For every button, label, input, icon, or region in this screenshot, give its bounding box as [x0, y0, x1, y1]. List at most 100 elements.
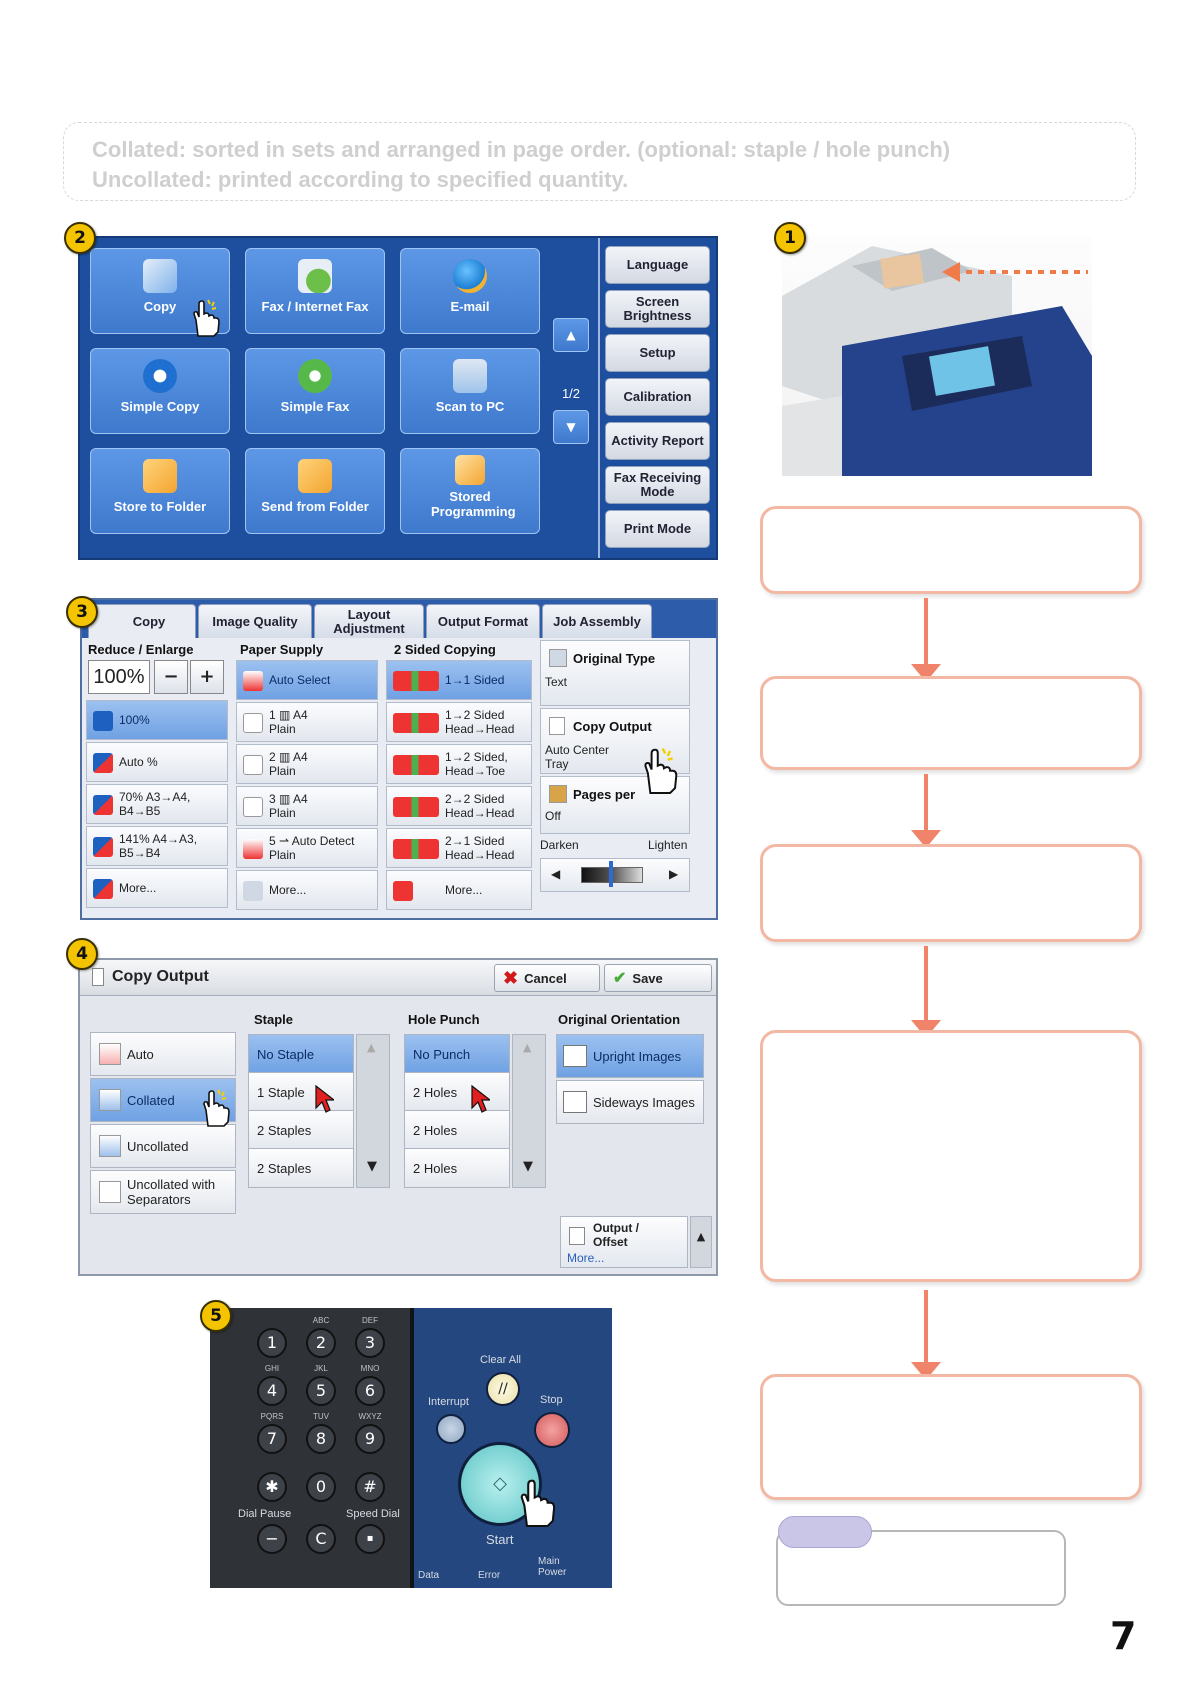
key-0[interactable]: 0: [306, 1472, 336, 1502]
orientation-sideways[interactable]: Sideways Images: [556, 1080, 704, 1124]
calibration-button[interactable]: Calibration: [605, 378, 710, 416]
paper-auto-select[interactable]: Auto Select: [236, 660, 378, 700]
zoom-option-100[interactable]: 100%: [86, 700, 228, 740]
tab-copy[interactable]: Copy: [88, 604, 196, 638]
zoom-option-70[interactable]: 70% A3→A4, B4→B5: [86, 784, 228, 824]
zoom-increase-button[interactable]: +: [190, 660, 224, 694]
two-sided-more-button[interactable]: More...: [386, 870, 532, 910]
copy-output-button[interactable]: Copy Output Auto Center Tray: [540, 708, 690, 774]
punch-two-a[interactable]: 2 Holes: [404, 1072, 510, 1112]
screen-brightness-button[interactable]: Screen Brightness: [605, 290, 710, 328]
punch-none[interactable]: No Punch: [404, 1034, 510, 1074]
clear-all-button[interactable]: //: [486, 1372, 520, 1406]
scan-to-pc-tile[interactable]: Scan to PC: [400, 348, 540, 434]
paper-tray-3[interactable]: 3 ▥ A4 Plain: [236, 786, 378, 826]
tab-layout-adjustment[interactable]: Layout Adjustment: [314, 604, 424, 638]
stored-programming-tile[interactable]: Stored Programming: [400, 448, 540, 534]
two-sided-2-1[interactable]: 2→1 Sided Head→Head: [386, 828, 532, 868]
original-type-button[interactable]: Original Type Text: [540, 640, 690, 706]
cancel-button[interactable]: ✖Cancel: [494, 964, 600, 992]
error-label: Error: [478, 1570, 501, 1581]
key-2[interactable]: 2: [306, 1328, 336, 1358]
staple-one[interactable]: 1 Staple: [248, 1072, 354, 1112]
page-indicator: 1/2: [561, 386, 581, 401]
store-to-folder-tile[interactable]: Store to Folder: [90, 448, 230, 534]
duplex-icon: [393, 839, 439, 859]
save-button[interactable]: ✔Save: [604, 964, 712, 992]
speed-dial-button[interactable]: ▪: [355, 1524, 385, 1554]
collation-auto[interactable]: Auto: [90, 1032, 236, 1076]
staple-two-a[interactable]: 2 Staples: [248, 1110, 354, 1150]
tab-output-format[interactable]: Output Format: [426, 604, 540, 638]
offset-scroll-up[interactable]: ▲: [690, 1216, 712, 1268]
more-link[interactable]: More...: [567, 1251, 605, 1265]
two-sided-1-2-head[interactable]: 1→2 Sided Head→Head: [386, 702, 532, 742]
key-4[interactable]: 4: [257, 1376, 287, 1406]
fax-receiving-mode-button[interactable]: Fax Receiving Mode: [605, 466, 710, 504]
key-6[interactable]: 6: [355, 1376, 385, 1406]
setup-button[interactable]: Setup: [605, 334, 710, 372]
paper-tray-5[interactable]: 5 ⇀ Auto Detect Plain: [236, 828, 378, 868]
two-sided-2-2[interactable]: 2→2 Sided Head→Head: [386, 786, 532, 826]
tab-job-assembly[interactable]: Job Assembly: [542, 604, 652, 638]
tray-icon: [243, 671, 263, 691]
key-9[interactable]: 9: [355, 1424, 385, 1454]
punch-two-c[interactable]: 2 Holes: [404, 1148, 510, 1188]
key-3[interactable]: 3: [355, 1328, 385, 1358]
density-left-arrow[interactable]: ◀: [551, 867, 561, 881]
control-panel-right: Clear All // Interrupt Stop ◇ Start Data…: [410, 1308, 612, 1588]
zoom-option-auto[interactable]: Auto %: [86, 742, 228, 782]
punch-scrollbar[interactable]: ▲ ▼: [512, 1034, 546, 1188]
density-slider[interactable]: ◀ ▶: [540, 858, 690, 892]
language-button[interactable]: Language: [605, 246, 710, 284]
collation-uncollated[interactable]: Uncollated: [90, 1124, 236, 1168]
simple-copy-tile[interactable]: Simple Copy: [90, 348, 230, 434]
copy-tile[interactable]: Copy: [90, 248, 230, 334]
page-up-button[interactable]: ▲: [553, 318, 589, 352]
globe-icon: [453, 259, 487, 293]
interrupt-button[interactable]: [436, 1414, 466, 1444]
activity-report-button[interactable]: Activity Report: [605, 422, 710, 460]
collation-uncollated-separators[interactable]: Uncollated with Separators: [90, 1170, 236, 1214]
dial-pause-button[interactable]: −: [257, 1524, 287, 1554]
printer-photo: [782, 236, 1092, 476]
orientation-upright[interactable]: Upright Images: [556, 1034, 704, 1078]
send-from-folder-tile[interactable]: Send from Folder: [245, 448, 385, 534]
clear-c-button[interactable]: C: [306, 1524, 336, 1554]
stop-button[interactable]: [534, 1412, 570, 1448]
flow-arrow-1: [911, 598, 941, 682]
key-1[interactable]: 1: [257, 1328, 287, 1358]
two-sided-1-1[interactable]: 1→1 Sided: [386, 660, 532, 700]
zoom-more-button[interactable]: More...: [86, 868, 228, 908]
zoom-value-field[interactable]: 100%: [88, 660, 150, 694]
paper-tray-1[interactable]: 1 ▥ A4 Plain: [236, 702, 378, 742]
two-sided-1-2-toe[interactable]: 1→2 Sided, Head→Toe: [386, 744, 532, 784]
output-offset-button[interactable]: Output / Offset More...: [560, 1216, 688, 1268]
flow-box-3: [760, 844, 1142, 942]
staple-two-b[interactable]: 2 Staples: [248, 1148, 354, 1188]
punch-two-b[interactable]: 2 Holes: [404, 1110, 510, 1150]
step-badge-1: 1: [774, 222, 806, 254]
zoom-decrease-button[interactable]: −: [154, 660, 188, 694]
key-5[interactable]: 5: [306, 1376, 336, 1406]
tab-image-quality[interactable]: Image Quality: [198, 604, 312, 638]
email-tile[interactable]: E-mail: [400, 248, 540, 334]
note-tab: [778, 1516, 872, 1548]
key-star[interactable]: ✱: [257, 1472, 287, 1502]
staple-none[interactable]: No Staple: [248, 1034, 354, 1074]
paper-tray-2[interactable]: 2 ▥ A4 Plain: [236, 744, 378, 784]
darken-label: Darken: [540, 838, 579, 852]
key-8[interactable]: 8: [306, 1424, 336, 1454]
fax-internet-fax-tile[interactable]: Fax / Internet Fax: [245, 248, 385, 334]
staple-scrollbar[interactable]: ▲ ▼: [356, 1034, 390, 1188]
key-hash[interactable]: #: [355, 1472, 385, 1502]
paper-more-button[interactable]: More...: [236, 870, 378, 910]
hole-punch-heading: Hole Punch: [408, 1012, 480, 1027]
simple-fax-tile[interactable]: Simple Fax: [245, 348, 385, 434]
print-mode-button[interactable]: Print Mode: [605, 510, 710, 548]
fax-icon: [298, 259, 332, 293]
zoom-option-141[interactable]: 141% A4→A3, B5→B4: [86, 826, 228, 866]
density-right-arrow[interactable]: ▶: [669, 867, 679, 881]
key-7[interactable]: 7: [257, 1424, 287, 1454]
page-down-button[interactable]: ▼: [553, 410, 589, 444]
